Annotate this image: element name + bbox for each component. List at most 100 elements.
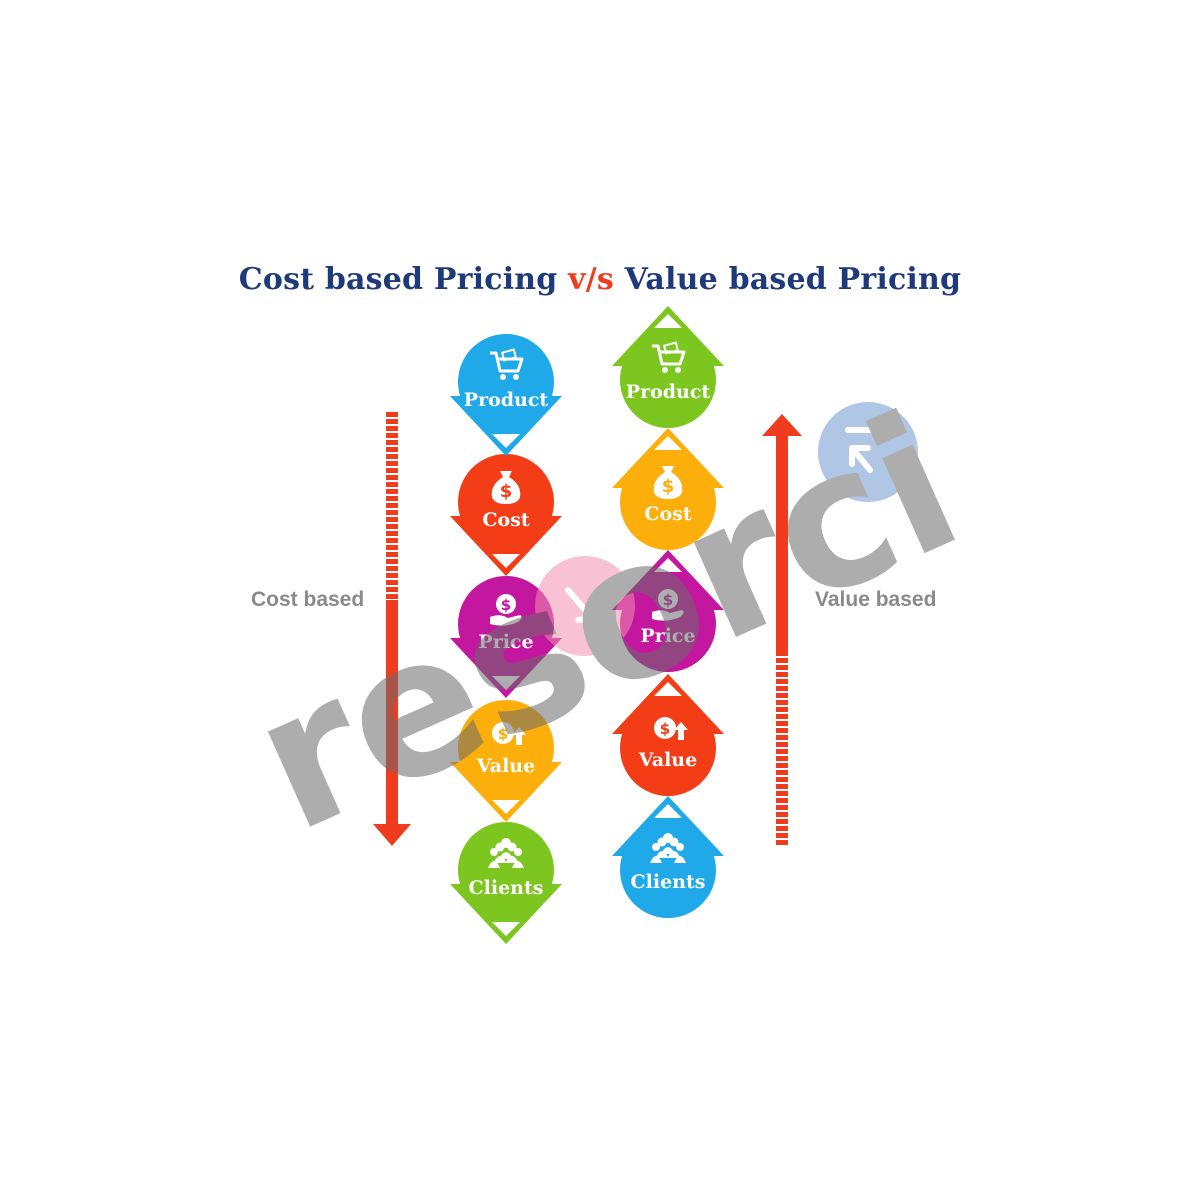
svg-text:$: $: [663, 591, 673, 609]
value-based-step-clients: Clients: [612, 796, 724, 918]
step-label: Clients: [469, 877, 544, 899]
value-based-step-cost: $ Cost: [612, 428, 724, 550]
arrow-dash: [386, 531, 398, 536]
arrow-dash: [776, 798, 788, 803]
arrow-dash: [776, 756, 788, 761]
step-arrowhead: [450, 884, 562, 944]
step-label: Price: [640, 625, 695, 647]
svg-text:$: $: [500, 481, 513, 502]
step-label: Product: [464, 389, 549, 411]
arrow-dash: [386, 475, 398, 480]
arrow-dash: [776, 805, 788, 810]
step-label: Cost: [482, 509, 529, 531]
arrow-dash: [386, 440, 398, 445]
arrow-dash: [776, 665, 788, 670]
arrow-dash: [386, 524, 398, 529]
arrow-dash: [776, 833, 788, 838]
dollar-growth-icon: $: [654, 717, 688, 740]
step-notch: [492, 676, 520, 690]
arrow-dash: [386, 419, 398, 424]
step-notch: [654, 804, 682, 818]
arrow-dash: [386, 503, 398, 508]
arrow-dash: [386, 496, 398, 501]
arrow-dash: [776, 812, 788, 817]
arrow-dash: [386, 468, 398, 473]
diagram-title: Cost based Pricing v/s Value based Prici…: [0, 262, 1200, 297]
arrow-dash: [386, 545, 398, 550]
step-arrowhead: [612, 796, 724, 856]
svg-text:$: $: [498, 725, 508, 743]
value-based-step-product: Product: [612, 306, 724, 428]
watermark: resorci: [224, 372, 988, 874]
arrow-dash: [776, 679, 788, 684]
cost-based-down-arrow: [373, 412, 411, 846]
arrow-dash: [776, 840, 788, 845]
arrow-dash: [386, 559, 398, 564]
hand-coin-icon: $: [652, 589, 684, 621]
arrow-dash: [776, 826, 788, 831]
step-notch: [492, 800, 520, 814]
arrow-dash: [776, 763, 788, 768]
arrow-dash: [776, 658, 788, 663]
step-arrowhead: [612, 550, 724, 610]
arrow-head: [373, 824, 411, 846]
cost-based-step-cost: $ Cost: [450, 454, 562, 576]
arrow-dash: [776, 819, 788, 824]
cost-based-step-clients: Clients: [450, 822, 562, 944]
title-part2: Value based Pricing: [614, 262, 962, 297]
arrow-dash: [776, 728, 788, 733]
step-label: Value: [638, 749, 697, 771]
step-notch: [654, 314, 682, 328]
step-label: Price: [478, 631, 533, 653]
arrow-dash: [776, 770, 788, 775]
arrow-dash: [776, 700, 788, 705]
people-group-icon: [488, 838, 524, 868]
value-based-up-arrow: [762, 414, 802, 845]
svg-text:$: $: [501, 596, 511, 614]
arrow-shaft: [386, 600, 398, 828]
arrow-dash: [776, 777, 788, 782]
step-arrowhead: [612, 428, 724, 488]
watermark-blue-circle: [818, 402, 918, 502]
arrow-dash: [386, 587, 398, 592]
cost-based-step-product: Product: [450, 334, 562, 456]
arrow-dash: [386, 489, 398, 494]
svg-text:$: $: [662, 476, 675, 497]
arrow-dash: [386, 580, 398, 585]
step-label: Clients: [631, 871, 706, 893]
arrow-dash: [776, 686, 788, 691]
arrow-shaft: [776, 434, 788, 656]
step-notch: [654, 682, 682, 696]
step-label: Cost: [644, 503, 691, 525]
value-based-step-price: $ Price: [612, 550, 724, 672]
money-bag-icon: $: [491, 471, 521, 504]
cost-based-label: Cost based: [251, 588, 365, 611]
dollar-growth-icon: $: [492, 722, 526, 745]
cost-based-flow: Clients $ Value $ Price $ Cost Product: [450, 334, 562, 944]
step-notch: [492, 554, 520, 568]
arrow-dash: [386, 538, 398, 543]
step-arrowhead: [612, 674, 724, 734]
hand-coin-icon: $: [490, 594, 522, 626]
shopping-cart-icon: [490, 348, 524, 380]
arrow-dash: [776, 784, 788, 789]
money-bag-icon: $: [653, 466, 683, 499]
step-notch: [654, 558, 682, 572]
cost-based-step-price: $ Price: [450, 576, 562, 698]
arrow-dash: [776, 749, 788, 754]
watermark-text: resorci: [224, 372, 988, 874]
arrow-dash: [776, 742, 788, 747]
arrow-dash: [776, 791, 788, 796]
arrow-dash: [776, 735, 788, 740]
arrow-head: [762, 414, 802, 436]
arrow-dash: [386, 594, 398, 599]
arrow-dash: [386, 454, 398, 459]
arrow-dash: [386, 517, 398, 522]
step-arrowhead: [450, 516, 562, 576]
step-notch: [654, 436, 682, 450]
arrow-dash: [776, 672, 788, 677]
arrow-dash: [776, 721, 788, 726]
step-label: Value: [476, 755, 535, 777]
